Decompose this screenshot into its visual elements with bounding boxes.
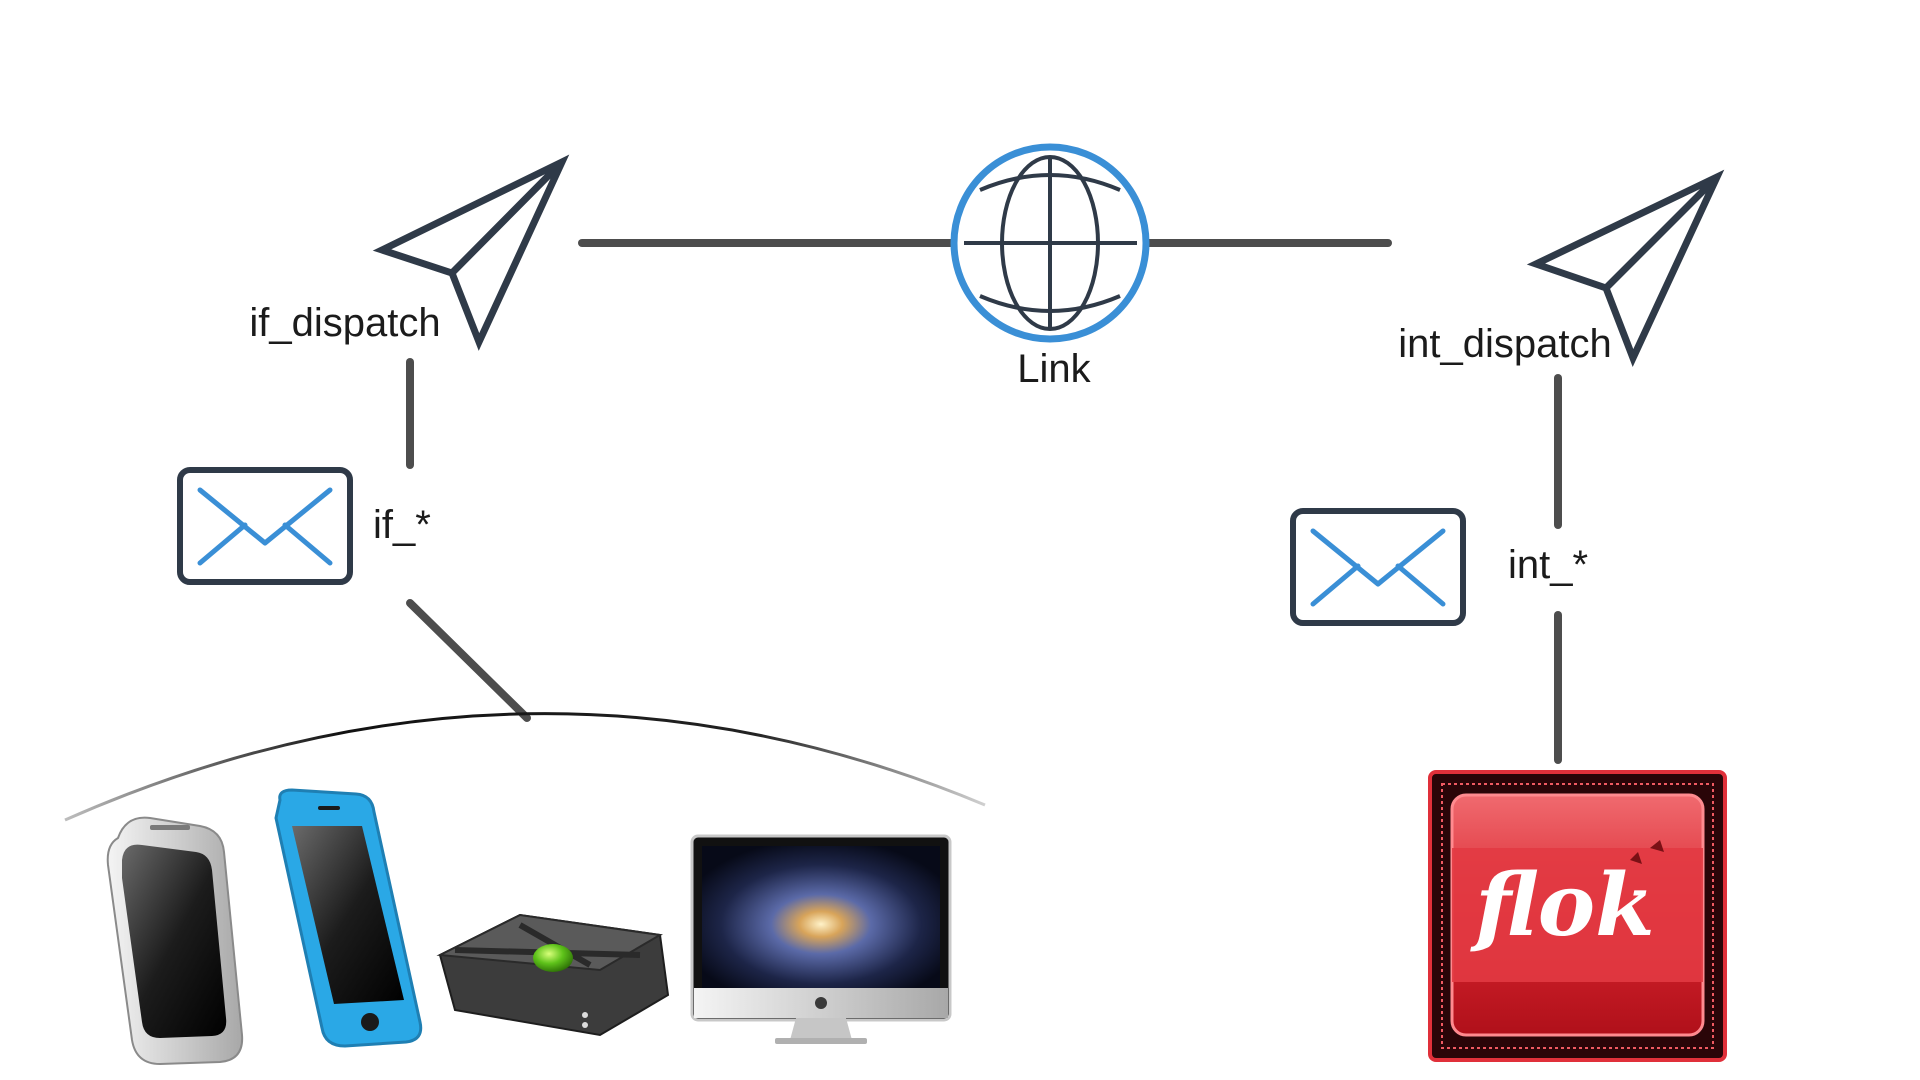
link-label: Link (1017, 347, 1091, 391)
connectors (406, 239, 1562, 764)
device-group[interactable] (106, 788, 952, 1066)
if-messages-label: if_* (373, 503, 431, 547)
cpu-brand-label: flok (1469, 855, 1654, 956)
int-messages-node[interactable]: int_* (1290, 508, 1588, 626)
xbox-console-image (436, 913, 670, 1037)
imac-desktop-image (690, 834, 952, 1044)
int-dispatch-node[interactable]: int_dispatch (1398, 169, 1725, 367)
link-node[interactable]: Link (950, 143, 1150, 391)
line-if-messages-to-devices (406, 599, 531, 722)
int-dispatch-label: int_dispatch (1398, 322, 1611, 366)
cpu-chip-node[interactable]: flok (1428, 770, 1727, 1062)
device-group-arc (64, 712, 986, 822)
if-messages-node[interactable]: if_* (177, 467, 431, 585)
int-messages-label: int_* (1508, 543, 1588, 587)
if-dispatch-label: if_dispatch (249, 301, 440, 345)
envelope-icon (1290, 508, 1466, 626)
cpu-chip-image (1428, 770, 1727, 1062)
paper-plane-icon (1526, 169, 1725, 367)
paper-plane-icon (372, 154, 570, 351)
envelope-icon (177, 467, 353, 585)
iphone-image (274, 788, 423, 1048)
globe-icon (950, 143, 1150, 343)
if-dispatch-node[interactable]: if_dispatch (249, 154, 570, 351)
android-phone-image (106, 816, 244, 1066)
